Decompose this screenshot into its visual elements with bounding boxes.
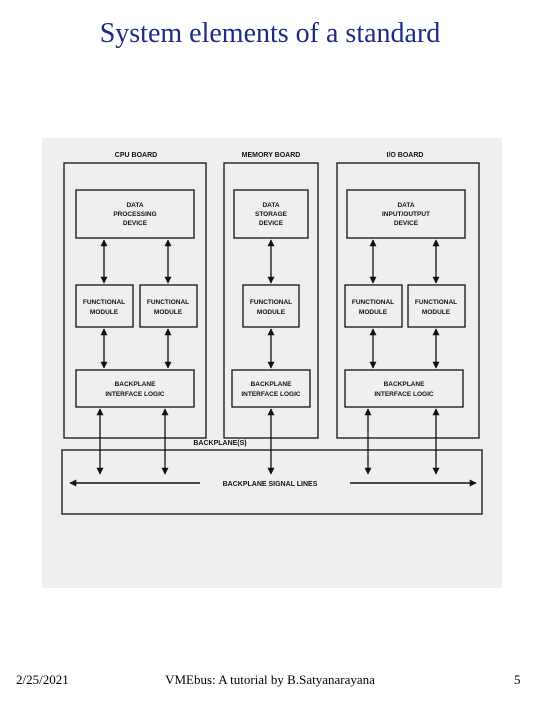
memory-backplane-interface-logic: [231, 369, 311, 408]
slide-title: System elements of a standard: [99, 18, 441, 49]
cpu-board: [63, 162, 207, 439]
cpu-backplane-interface-logic: [75, 369, 195, 408]
cpu-device-line-1: DATA: [126, 202, 143, 209]
cpu-module-left-line-1: FUNCTIONAL: [83, 299, 125, 306]
io-board-label: I/O BOARD: [387, 152, 424, 159]
cpu-board-label: CPU BOARD: [115, 152, 157, 159]
io-data-input-output-device: [346, 189, 466, 239]
memory-interface-line-1: BACKPLANE: [251, 381, 292, 388]
memory-functional-module: [242, 284, 300, 328]
cpu-interface-line-2: INTERFACE LOGIC: [105, 391, 165, 398]
memory-device-line-1: DATA: [262, 202, 279, 209]
io-device-line-3: DEVICE: [394, 220, 419, 227]
io-interface-line-1: BACKPLANE: [384, 381, 425, 388]
io-device-line-2: INPUT/OUTPUT: [382, 211, 430, 218]
cpu-module-right-line-1: FUNCTIONAL: [147, 299, 189, 306]
cpu-data-processing-device: [75, 189, 195, 239]
io-device-line-1: DATA: [397, 202, 414, 209]
cpu-module-left-line-2: MODULE: [90, 309, 119, 316]
memory-device-line-2: STORAGE: [255, 211, 288, 218]
io-module-left-line-2: MODULE: [359, 309, 388, 316]
footer-credit: VMEbus: A tutorial by B.Satyanarayana: [165, 672, 375, 687]
io-module-right-line-2: MODULE: [422, 309, 451, 316]
footer-date: 2/25/2021: [16, 672, 69, 687]
io-functional-module-right: [407, 284, 466, 328]
io-module-left-line-1: FUNCTIONAL: [352, 299, 394, 306]
signal-lines-label: BACKPLANE SIGNAL LINES: [223, 481, 318, 488]
cpu-functional-module-left: [75, 284, 134, 328]
memory-module-line-1: FUNCTIONAL: [250, 299, 292, 306]
io-functional-module-left: [344, 284, 403, 328]
memory-module-line-2: MODULE: [257, 309, 286, 316]
memory-device-line-3: DEVICE: [259, 220, 284, 227]
io-board: [336, 162, 480, 439]
backplane-label: BACKPLANE(S): [193, 440, 246, 447]
memory-board-label: MEMORY BOARD: [242, 152, 301, 159]
cpu-functional-module-right: [139, 284, 198, 328]
io-module-right-line-1: FUNCTIONAL: [415, 299, 457, 306]
cpu-interface-line-1: BACKPLANE: [115, 381, 156, 388]
page-number: 5: [514, 672, 521, 687]
memory-interface-line-2: INTERFACE LOGIC: [241, 391, 301, 398]
io-interface-line-2: INTERFACE LOGIC: [374, 391, 434, 398]
cpu-device-line-3: DEVICE: [123, 220, 148, 227]
signal-lines-label-background: [200, 476, 350, 489]
cpu-module-right-line-2: MODULE: [154, 309, 183, 316]
memory-data-storage-device: [233, 189, 309, 239]
io-backplane-interface-logic: [344, 369, 464, 408]
cpu-device-line-2: PROCESSING: [113, 211, 156, 218]
